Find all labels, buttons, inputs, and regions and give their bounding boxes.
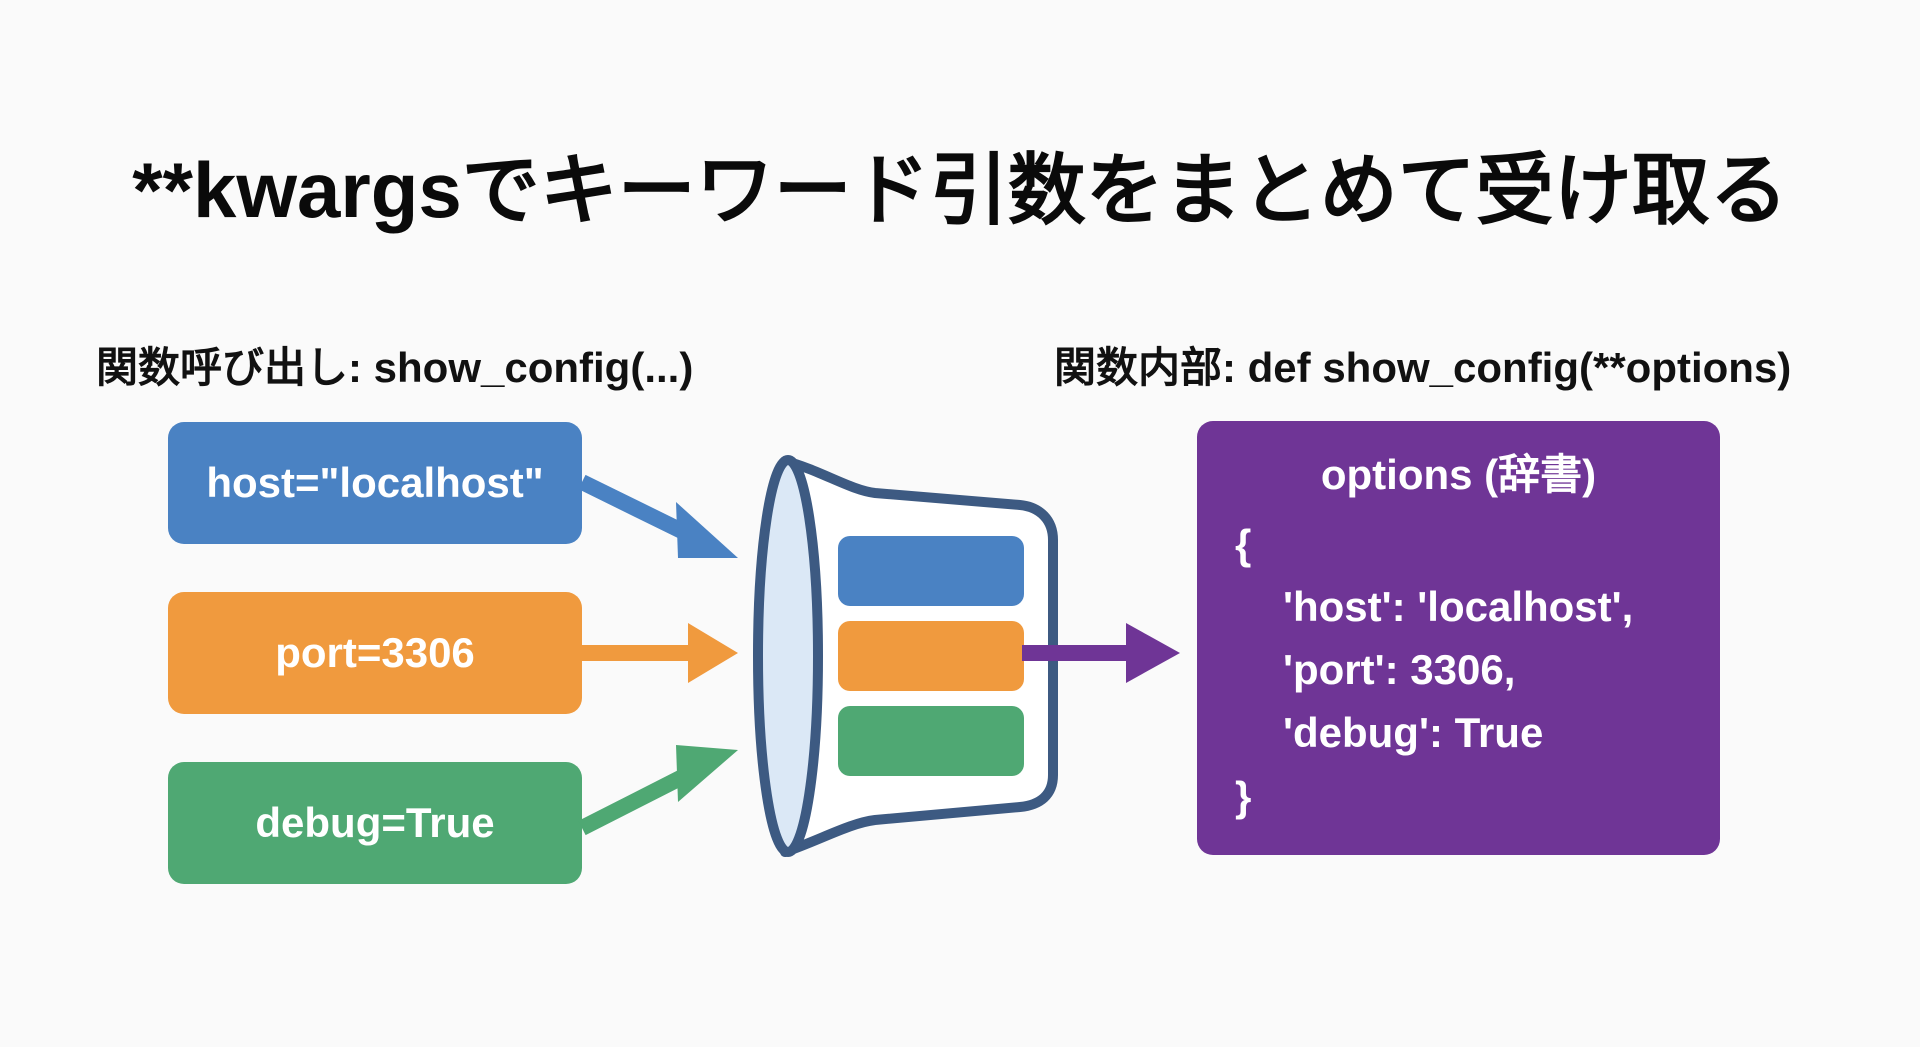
- page-title: **kwargsでキーワード引数をまとめて受け取る: [132, 146, 1788, 234]
- arrow-host-to-funnel: [578, 474, 738, 558]
- options-dict-box: options (辞書) { 'host': 'localhost', 'por…: [1197, 421, 1720, 855]
- arrow-port-to-funnel: [582, 623, 738, 683]
- argument-label-port: port=3306: [275, 629, 475, 676]
- argument-box-host: host="localhost": [168, 422, 582, 544]
- function-definition-subtitle: 関数内部: def show_config(**options): [1054, 344, 1792, 391]
- argument-label-host: host="localhost": [206, 459, 544, 506]
- dict-close-brace: }: [1235, 773, 1252, 820]
- funnel-slot-green: [838, 706, 1024, 776]
- funnel-slot-blue: [838, 536, 1024, 606]
- funnel-slot-orange: [838, 621, 1024, 691]
- dict-entry-debug: 'debug': True: [1283, 709, 1544, 756]
- arrow-funnel-to-dict: [1022, 623, 1180, 683]
- dict-open-brace: {: [1235, 521, 1252, 568]
- argument-box-debug: debug=True: [168, 762, 582, 884]
- argument-label-debug: debug=True: [255, 799, 495, 846]
- function-call-subtitle: 関数呼び出し: show_config(...): [96, 344, 694, 391]
- dict-entry-port: 'port': 3306,: [1283, 646, 1516, 693]
- dict-entry-host: 'host': 'localhost',: [1283, 583, 1634, 630]
- funnel-icon: [753, 455, 1058, 857]
- argument-box-port: port=3306: [168, 592, 582, 714]
- arrow-debug-to-funnel: [578, 745, 738, 836]
- dict-title: options (辞書): [1320, 451, 1597, 498]
